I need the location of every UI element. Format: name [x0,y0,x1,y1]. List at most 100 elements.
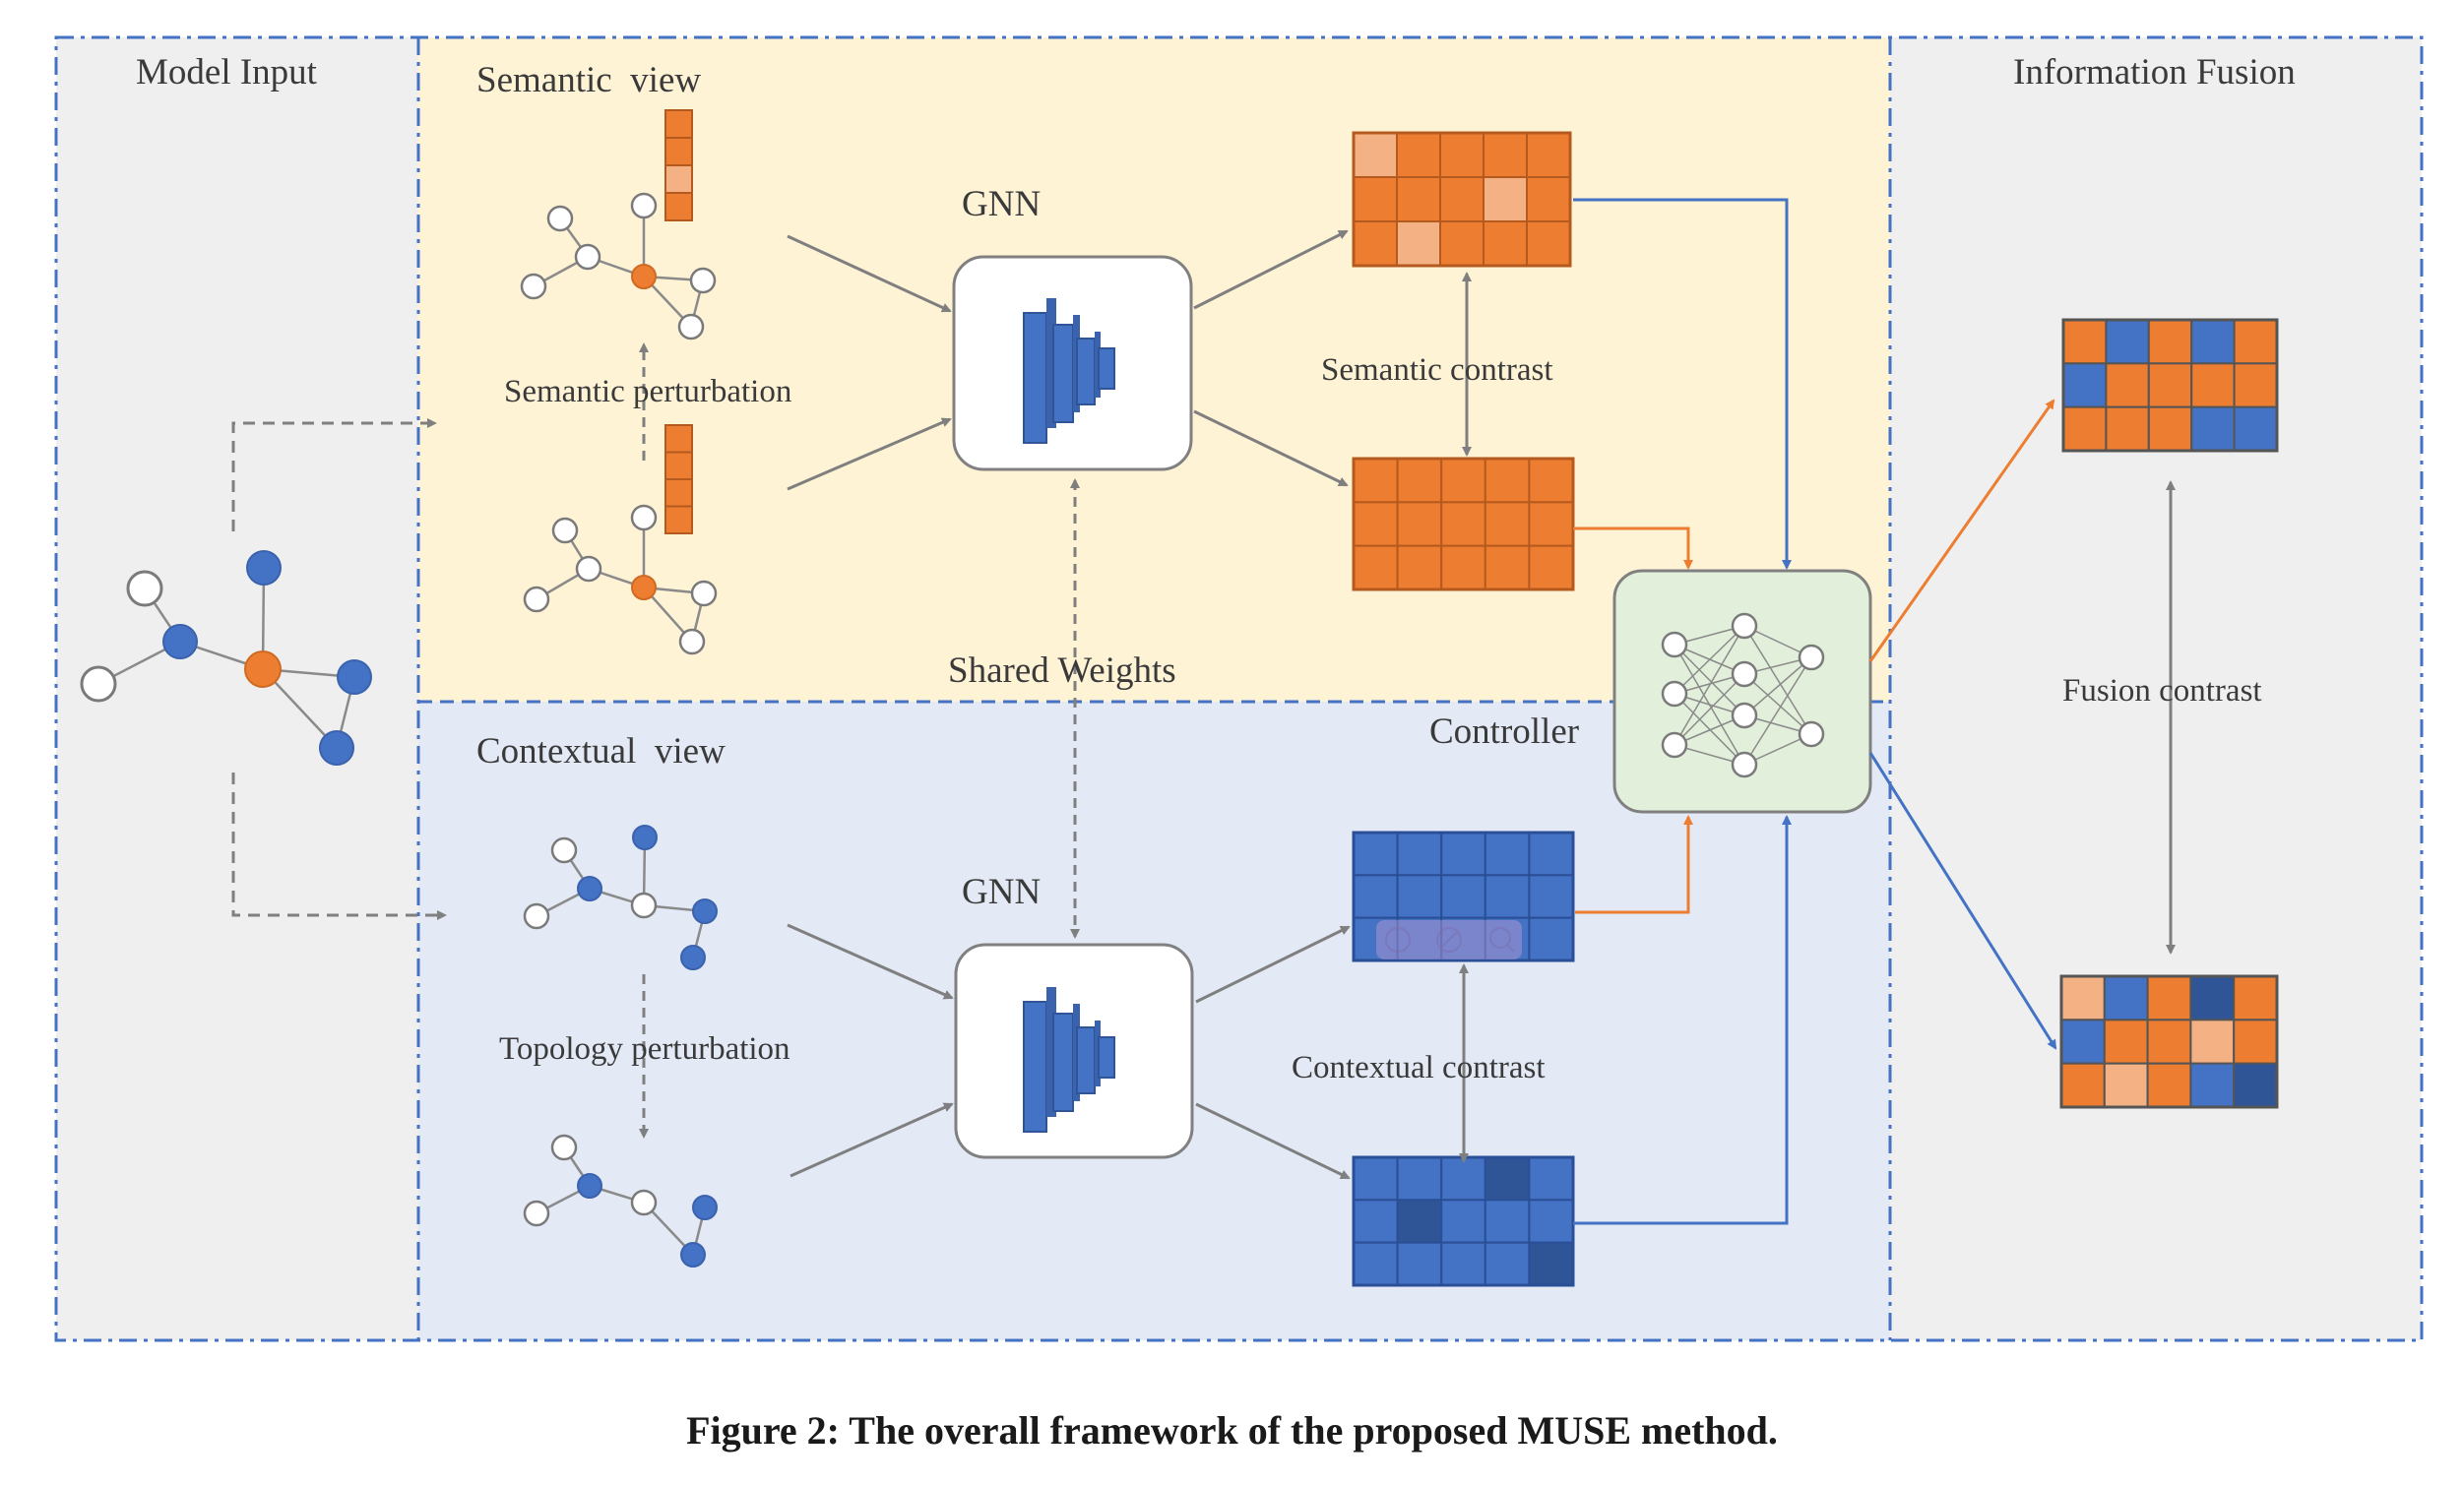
matrix-contextual-b [1352,1155,1575,1287]
controller-to-fusion-orange [1868,399,2055,662]
matrix-cell [2105,405,2150,452]
matrix-cell [2189,1062,2236,1108]
matrix-cell [2147,362,2193,408]
model-input-title: Model Input [136,52,317,93]
matrix-cell [1353,458,1399,504]
matrix-cell [1353,501,1399,547]
matrix-cell [2103,1062,2149,1108]
semantic-graph-bottom [523,504,718,655]
matrix-cell [2060,1019,2106,1065]
matrix-cell [2190,319,2236,365]
gnn-box-top [952,255,1193,471]
matrix-cell [1440,1199,1486,1244]
matrix-border [1352,131,1572,268]
controller-box [1612,569,1872,814]
matrix-cell [2189,975,2236,1021]
matrix-cell [1526,176,1571,222]
matrix-cell [2190,362,2236,408]
edit-icon[interactable] [1436,927,1462,953]
matrix-cell [2146,975,2192,1021]
matrix-cell [1396,544,1443,591]
nn-node [1731,751,1758,778]
matrix-cell [2105,319,2150,365]
matrix-cell [1353,220,1398,267]
gnn-box-bottom [954,943,1194,1159]
matrix-cell [1528,501,1575,547]
matrix-cell [1353,132,1398,178]
vector-cell [664,192,693,221]
matrix-cell [1484,832,1531,877]
semantic-perturbation-label: Semantic perturbation [504,374,792,409]
vector-cell [664,505,693,534]
controller-label: Controller [1429,712,1580,752]
matrix-fusion-a [2061,318,2279,453]
matrix-cell [1396,501,1443,547]
ai-icon[interactable] [1385,927,1411,953]
matrix-cell [2060,1062,2106,1108]
feature-vector-semantic-a [664,109,693,221]
panel-borders [54,35,2424,1342]
matrix-cell [1483,220,1528,267]
matrix-cell [1440,544,1486,591]
matrix-cell [1440,501,1486,547]
matrix-cell [1353,832,1399,877]
topology-perturbation-label: Topology perturbation [499,1031,790,1067]
nn-node [1731,702,1758,729]
matrix-cell [1353,1241,1399,1286]
semantic-view-title: Semantic view [476,60,702,100]
matrix-cell [1440,1156,1486,1202]
matrix-cell [1353,1156,1399,1202]
matrix-cell [2233,405,2279,452]
matrix-cell [1353,874,1399,919]
matrix-cell [1439,220,1485,267]
matrix-semantic-b [1352,457,1575,591]
neural-network-nodes [1661,612,1825,778]
matrix-border [1352,831,1575,962]
matrix-border [1352,457,1575,591]
matrix-cell [2233,319,2279,365]
nn-node [1661,680,1688,708]
semantic-graph-top [520,192,717,340]
matrix-cell [1440,1241,1486,1286]
graph-to-gnn-arrows [787,234,954,1178]
contextual-graph-bottom [523,1134,718,1268]
matrix-cell [2062,319,2108,365]
matrix-cell [2060,975,2106,1021]
matrix-cell [2233,362,2279,408]
gnn-label-top: GNN [962,184,1042,224]
nn-node [1661,731,1688,759]
matrix-cell [1484,544,1531,591]
floating-toolbar[interactable] [1376,920,1522,959]
matrix-cell [1526,220,1571,267]
matrix-cell [2146,1062,2192,1108]
matrix-cell [2103,975,2149,1021]
semantic-contrast-label: Semantic contrast [1321,352,1553,388]
contextual-contrast-label: Contextual contrast [1292,1050,1546,1085]
contextual-graph-top [523,825,718,970]
nn-node [1731,660,1758,688]
matrix-cell [1528,458,1575,504]
fusion-contrast-label: Fusion contrast [2062,673,2262,709]
matrix-cell [1483,176,1528,222]
search-icon[interactable] [1489,927,1515,953]
matrix-cell [2189,1019,2236,1065]
matrix-cell [1484,874,1531,919]
matrix-cell [1396,1199,1443,1244]
matrix-cell [1396,1241,1443,1286]
matrix-cell [2105,362,2150,408]
matrix-cell [1396,176,1441,222]
matrix-cell [2233,1062,2278,1108]
matrix-cell [1528,916,1575,962]
feature-vector-semantic-b [664,424,693,534]
matrix-cell [1353,176,1398,222]
matrix-cell [1353,1199,1399,1244]
matrix-cell [1440,832,1486,877]
matrix-contextual-a [1352,831,1575,962]
matrix-cell [2147,405,2193,452]
matrix-cell [1528,1156,1575,1202]
matrix-cell [2147,319,2193,365]
matrix-cell [1396,1156,1443,1202]
matrix-cell [1353,544,1399,591]
vector-cell [664,424,693,454]
matrix-semantic-a [1352,131,1572,268]
